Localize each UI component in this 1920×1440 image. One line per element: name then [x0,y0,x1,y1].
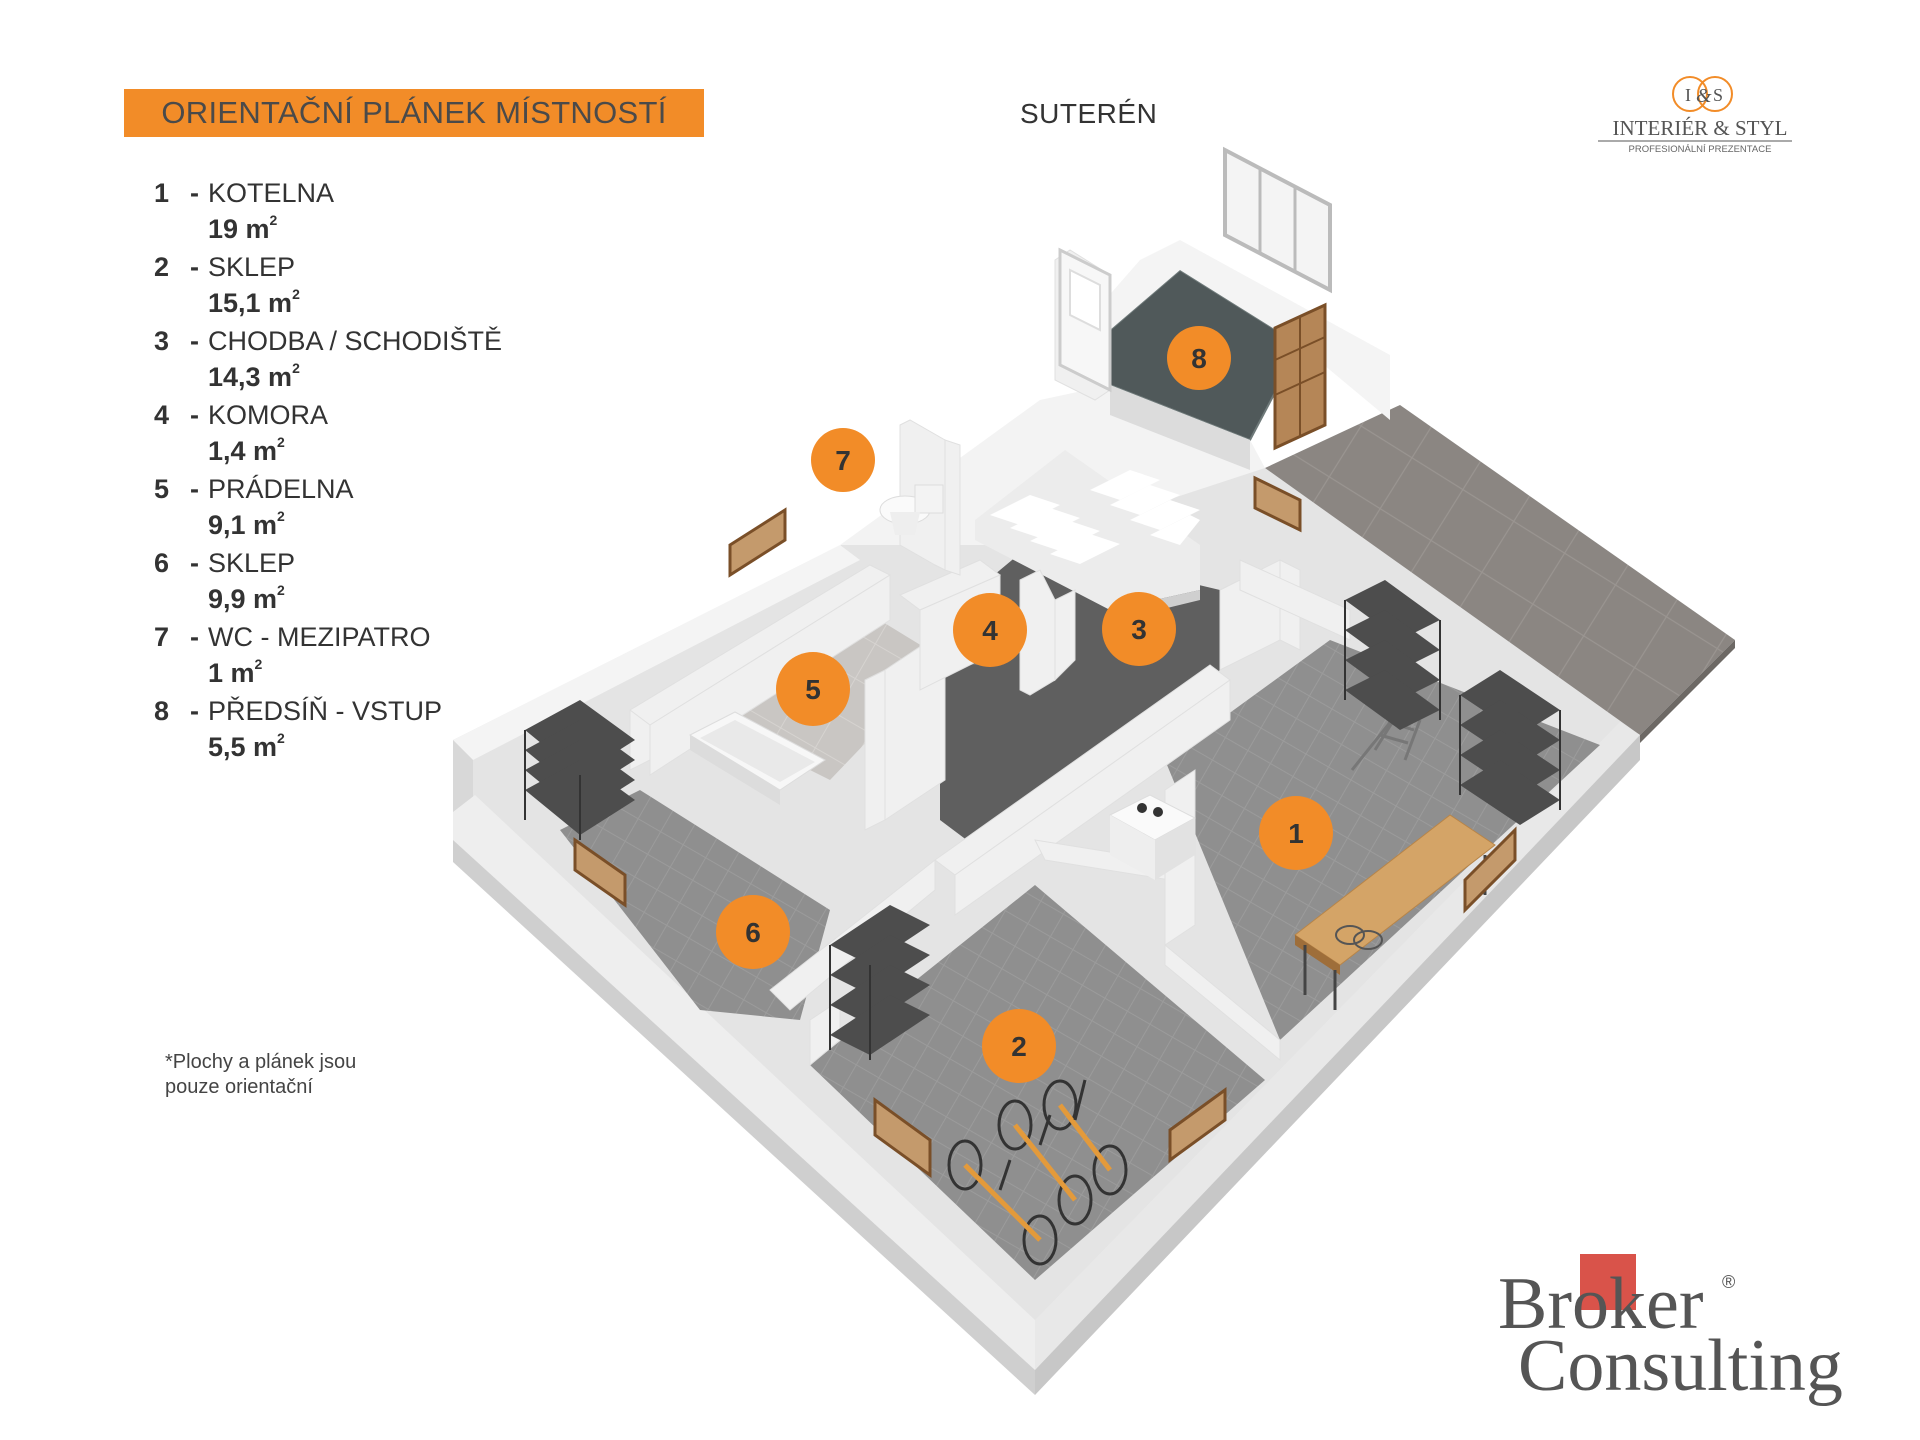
window-icon [573,837,627,908]
legend-dash: - [190,548,199,578]
bicycle-icon [947,1139,1058,1266]
legend-room-name: KOTELNA [208,178,335,208]
legend-number: 1 [154,178,170,208]
window-icon [1168,1087,1227,1163]
svg-text:4: 4 [982,615,998,646]
legend-room-area: 1 m2 [208,656,263,688]
door-icon [1058,247,1112,393]
toilet-icon [879,484,944,535]
room-marker-8: 8 [1167,326,1231,390]
note-line: pouze orientační [165,1076,313,1098]
legend-dash: - [190,400,199,430]
room-marker-2: 2 [982,1009,1056,1083]
legend-room-area: 5,5 m2 [208,730,285,762]
door-icon [1273,302,1327,451]
legend-number: 5 [154,474,170,504]
legend-dash: - [190,178,199,208]
window-icon [728,507,787,578]
room-marker-1: 1 [1259,796,1333,870]
shelf-icon [524,700,635,840]
legend-dash: - [190,326,199,356]
floor-label: SUTERÉN [1020,98,1158,129]
title-banner: ORIENTAČNÍ PLÁNEK MÍSTNOSTÍ [124,89,704,137]
legend-room-name: CHODBA / SCHODIŠTĚ [208,326,503,356]
outer-wall-front-left [453,795,1035,1370]
monogram-logo-icon [1672,76,1733,112]
bathtub-icon [688,711,826,805]
window-icon [1463,826,1517,914]
svg-text:8: 8 [1191,343,1207,374]
legend-number: 6 [154,548,170,578]
window-icon [1223,146,1332,294]
svg-text:2: 2 [1011,1031,1027,1062]
legend-room-name: PRÁDELNA [208,474,354,504]
legend-item: 3 - CHODBA / SCHODIŠTĚ 14,3 m2 [154,320,554,394]
monogram-right: S [1713,85,1723,105]
terrace [1265,405,1735,735]
registered-mark: ® [1722,1272,1735,1292]
room-marker-3: 3 [1102,592,1176,666]
shelf-icon [829,905,930,1060]
legend-room-name: WC - MEZIPATRO [208,622,431,652]
legend-dash: - [190,474,199,504]
legend-dash: - [190,622,199,652]
legend-item: 1 - KOTELNA 19 m2 [154,172,554,246]
legend-room-area: 1,4 m2 [208,434,285,466]
boiler-icon [1108,794,1197,880]
legend-item: 4 - KOMORA 1,4 m2 [154,394,554,468]
legend-item: 8 - PŘEDSÍŇ - VSTUP 5,5 m2 [154,690,554,764]
legend-room-area: 19 m2 [208,212,278,244]
legend-item: 7 - WC - MEZIPATRO 1 m2 [154,616,554,690]
room-marker-7: 7 [811,428,875,492]
outer-wall-left [453,545,860,760]
svg-text:3: 3 [1131,614,1147,645]
legend-room-name: KOMORA [208,400,329,430]
legend-room-area: 9,9 m2 [208,582,285,614]
legend-room-name: SKLEP [208,252,296,282]
interior-walls [629,249,1351,1067]
svg-text:1: 1 [1288,818,1304,849]
bicycle-icon [1042,1079,1128,1196]
room-marker-6: 6 [716,895,790,969]
window-icon [1253,475,1302,533]
legend-room-name: PŘEDSÍŇ - VSTUP [208,696,443,726]
window-icon [873,1097,932,1178]
room-marker-4: 4 [953,593,1027,667]
legend-item: 2 - SKLEP 15,1 m2 [154,246,554,320]
consulting-word: Consulting [1518,1325,1843,1407]
page-title: ORIENTAČNÍ PLÁNEK MÍSTNOSTÍ [161,95,667,130]
broker-square [1580,1254,1636,1310]
legend-room-area: 9,1 m2 [208,508,285,540]
legend-number: 4 [154,400,170,430]
room-marker-5: 5 [776,652,850,726]
shelf-icon [1344,580,1441,730]
legend-room-area: 14,3 m2 [208,360,300,392]
svg-text:5: 5 [805,674,821,705]
monogram-left: I [1685,85,1691,105]
monogram-mid: & [1696,85,1712,107]
shelf-icon [1459,670,1561,825]
note-line: *Plochy a plánek jsou [165,1051,357,1073]
broker-consulting-logo: Broker ® Consulting [1498,1254,1843,1407]
interier-styl-logo: I & S INTERIÉR & STYL PROFESIONÁLNÍ PREZ… [1598,76,1792,155]
logo-tagline: PROFESIONÁLNÍ PREZENTACE [1629,144,1772,155]
broker-word: Broker [1498,1263,1704,1345]
legend-room-area: 15,1 m2 [208,286,300,318]
svg-text:6: 6 [745,917,761,948]
legend-item: 5 - PRÁDELNA 9,1 m2 [154,468,554,542]
legend-dash: - [190,696,199,726]
legend-room-name: SKLEP [208,548,296,578]
legend-number: 3 [154,326,170,356]
legend-item: 6 - SKLEP 9,9 m2 [154,542,554,616]
svg-text:7: 7 [835,445,851,476]
room-legend: 1 - KOTELNA 19 m2 2 - SKLEP 15,1 m2 3 - … [154,172,554,764]
legend-number: 2 [154,252,170,282]
legend-number: 8 [154,696,170,726]
legend-number: 7 [154,622,170,652]
logo-name: INTERIÉR & STYL [1613,116,1788,140]
disclaimer-note: *Plochy a plánek jsou pouze orientační [165,1050,425,1100]
legend-dash: - [190,252,199,282]
